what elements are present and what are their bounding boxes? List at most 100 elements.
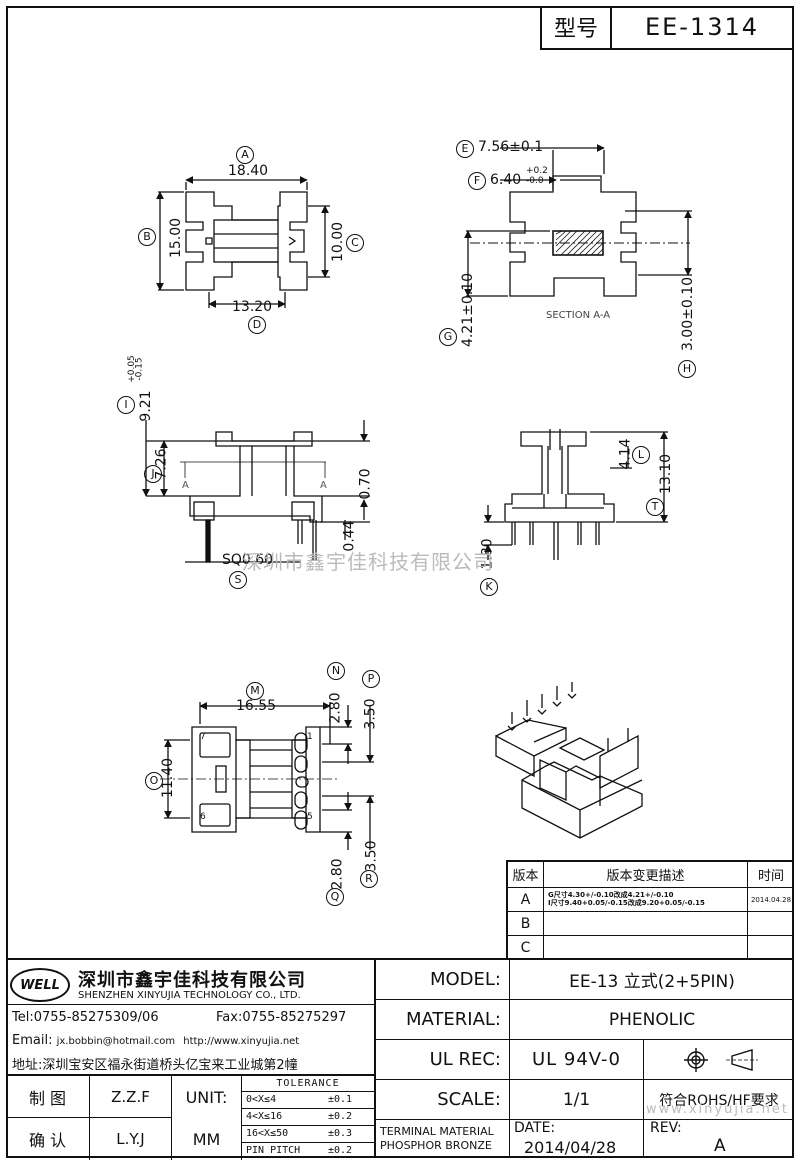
callout-I: I xyxy=(117,396,135,414)
tol-range: 0<X≤4 xyxy=(246,1094,277,1105)
dim-D: 13.20 xyxy=(232,299,273,315)
rev-row-b-date xyxy=(748,912,794,936)
dim-M: 16.55 xyxy=(236,698,277,714)
dim-N: 2.80 xyxy=(327,692,344,724)
date-cell: DATE: 2014/04/28 xyxy=(510,1120,644,1158)
tol-value: ±0.3 xyxy=(328,1128,353,1139)
bottom-view xyxy=(160,702,374,850)
dim-O: 11.40 xyxy=(160,757,177,799)
tol-value: ±0.1 xyxy=(328,1094,353,1105)
ulrec-label: UL REC: xyxy=(376,1040,510,1080)
rev-value: A xyxy=(714,1136,726,1156)
unit-value: MM xyxy=(172,1118,242,1160)
rev-header-version: 版本 xyxy=(508,862,544,888)
company-fax: Fax:0755-85275297 xyxy=(216,1010,347,1025)
dim-H: 3.00±0.10 xyxy=(680,276,696,352)
tolerance-row: PIN PITCH ±0.2 xyxy=(242,1143,374,1160)
dim-I-minus: -0.15 xyxy=(134,357,145,381)
section-mark-left: A xyxy=(182,480,189,491)
callout-Q: Q xyxy=(326,888,344,906)
projection-symbol xyxy=(644,1040,794,1080)
watermark-text: 深圳市鑫宇佳科技有限公司 xyxy=(242,550,494,574)
callout-R: R xyxy=(360,870,378,888)
model-value: EE-13 立式(2+5PIN) xyxy=(510,960,794,1000)
rev-row-a-date: 2014.04.28 xyxy=(748,888,794,912)
section-view xyxy=(464,144,692,297)
company-name-en: SHENZHEN XINYUJIA TECHNOLOGY CO., LTD. xyxy=(78,990,301,1001)
company-tel: Tel:0755-85275309/06 xyxy=(12,1010,159,1025)
callout-O: O xyxy=(145,772,163,790)
part-number: EE-1314 xyxy=(644,13,760,41)
company-email-row: Email: jx.bobbin@hotmail.com http://www.… xyxy=(12,1033,299,1048)
company-logo: WELL xyxy=(10,968,70,1002)
type-label: 型号 xyxy=(553,17,598,42)
section-mark-right: A xyxy=(320,480,327,491)
watermark-url: www.xinyujia.net xyxy=(646,1102,789,1117)
company-name-cn: 深圳市鑫宇佳科技有限公司 xyxy=(78,970,306,991)
date-label: DATE: xyxy=(514,1120,556,1136)
email-label: Email: xyxy=(12,1033,53,1048)
tol-value: ±0.2 xyxy=(328,1145,353,1156)
top-view xyxy=(156,176,330,308)
revision-table: 版本 版本变更描述 时间 A G尺寸4.30+/-0.10改成4.21+/-0.… xyxy=(506,860,794,960)
dim-A: 18.40 xyxy=(228,163,269,179)
dim-I: 9.21 xyxy=(138,390,154,422)
callout-F: F xyxy=(468,172,486,190)
scale-value: 1/1 xyxy=(510,1080,644,1120)
title-block: WELL 深圳市鑫宇佳科技有限公司 SHENZHEN XINYUJIA TECH… xyxy=(6,958,794,1160)
rohs-text: 符合ROHS/HF要求 xyxy=(659,1092,779,1109)
part-number-cell: EE-1314 xyxy=(610,6,794,50)
callout-N: N xyxy=(327,662,345,680)
pin-7: 7 xyxy=(200,732,206,742)
logo-text: WELL xyxy=(20,977,60,993)
rev-row-a-desc-line1: G尺寸4.30+/-0.10改成4.21+/-0.10 xyxy=(548,891,674,899)
dim-F-plus: +0.2 xyxy=(526,166,548,176)
dim-Q-label: 2.80 xyxy=(329,858,346,890)
rev-row-a: A xyxy=(508,888,544,912)
rev-row-b-desc xyxy=(544,912,748,936)
email-value: jx.bobbin@hotmail.com xyxy=(56,1036,176,1047)
callout-J: J xyxy=(144,465,162,483)
callout-L: L xyxy=(632,446,650,464)
tol-value: ±0.2 xyxy=(328,1111,353,1122)
dim-F-minus: -0.0 xyxy=(526,176,544,186)
callout-B: B xyxy=(138,228,156,246)
callout-K: K xyxy=(480,578,498,596)
rev-row-c-desc xyxy=(544,936,748,960)
unit-label: UNIT: xyxy=(172,1076,242,1118)
material-value: PHENOLIC xyxy=(510,1000,794,1040)
projection-icon xyxy=(684,1047,758,1072)
terminal-line1: TERMINAL MATERIAL xyxy=(380,1125,494,1138)
pin-1: 1 xyxy=(307,732,313,742)
check-label: 确 认 xyxy=(6,1118,90,1160)
signoff-grid: 制 图 Z.Z.F 确 认 L.Y.J UNIT: MM TOLERANCE 0… xyxy=(6,1074,374,1160)
dim-G: 4.21±0.10 xyxy=(460,272,476,348)
type-label-cell: 型号 xyxy=(540,6,612,50)
ulrec-value: UL 94V-0 xyxy=(510,1040,644,1080)
tolerance-row: 0<X≤4 ±0.1 xyxy=(242,1092,374,1109)
rev-row-a-desc-line2: I尺寸9.40+0.05/-0.15改成9.20+0.05/-0.15 xyxy=(548,899,705,907)
scale-label: SCALE: xyxy=(376,1080,510,1120)
tolerance-table: TOLERANCE 0<X≤4 ±0.1 4<X≤16 ±0.2 16<X≤50… xyxy=(242,1076,374,1160)
dim-B-rot: 15.00 xyxy=(168,217,184,259)
rev-row-c: C xyxy=(508,936,544,960)
dim-T: 13.10 xyxy=(658,453,675,495)
terminal-material-cell: TERMINAL MATERIAL PHOSPHOR BRONZE xyxy=(376,1120,510,1158)
tolerance-row: 16<X≤50 ±0.3 xyxy=(242,1126,374,1143)
model-label: MODEL: xyxy=(376,960,510,1000)
pin-5: 5 xyxy=(307,812,313,822)
pin-6: 6 xyxy=(200,812,206,822)
rev-row-a-desc: G尺寸4.30+/-0.10改成4.21+/-0.10 I尺寸9.40+0.05… xyxy=(544,888,748,912)
rev-row-b: B xyxy=(508,912,544,936)
dim-F: 6.40 xyxy=(490,172,522,188)
dim-E: 7.56±0.1 xyxy=(478,139,544,155)
rev-header-date: 时间 xyxy=(748,862,794,888)
draw-value: Z.Z.F xyxy=(90,1076,172,1118)
date-value: 2014/04/28 xyxy=(524,1138,617,1157)
tol-range: 4<X≤16 xyxy=(246,1111,283,1122)
tol-range: 16<X≤50 xyxy=(246,1128,289,1139)
technical-drawing xyxy=(142,144,692,850)
rev-cell: REV: A xyxy=(644,1120,794,1158)
rohs-cell: 符合ROHS/HF要求 www.xinyujia.net xyxy=(644,1080,794,1120)
dim-070: 0.70 xyxy=(357,468,374,500)
